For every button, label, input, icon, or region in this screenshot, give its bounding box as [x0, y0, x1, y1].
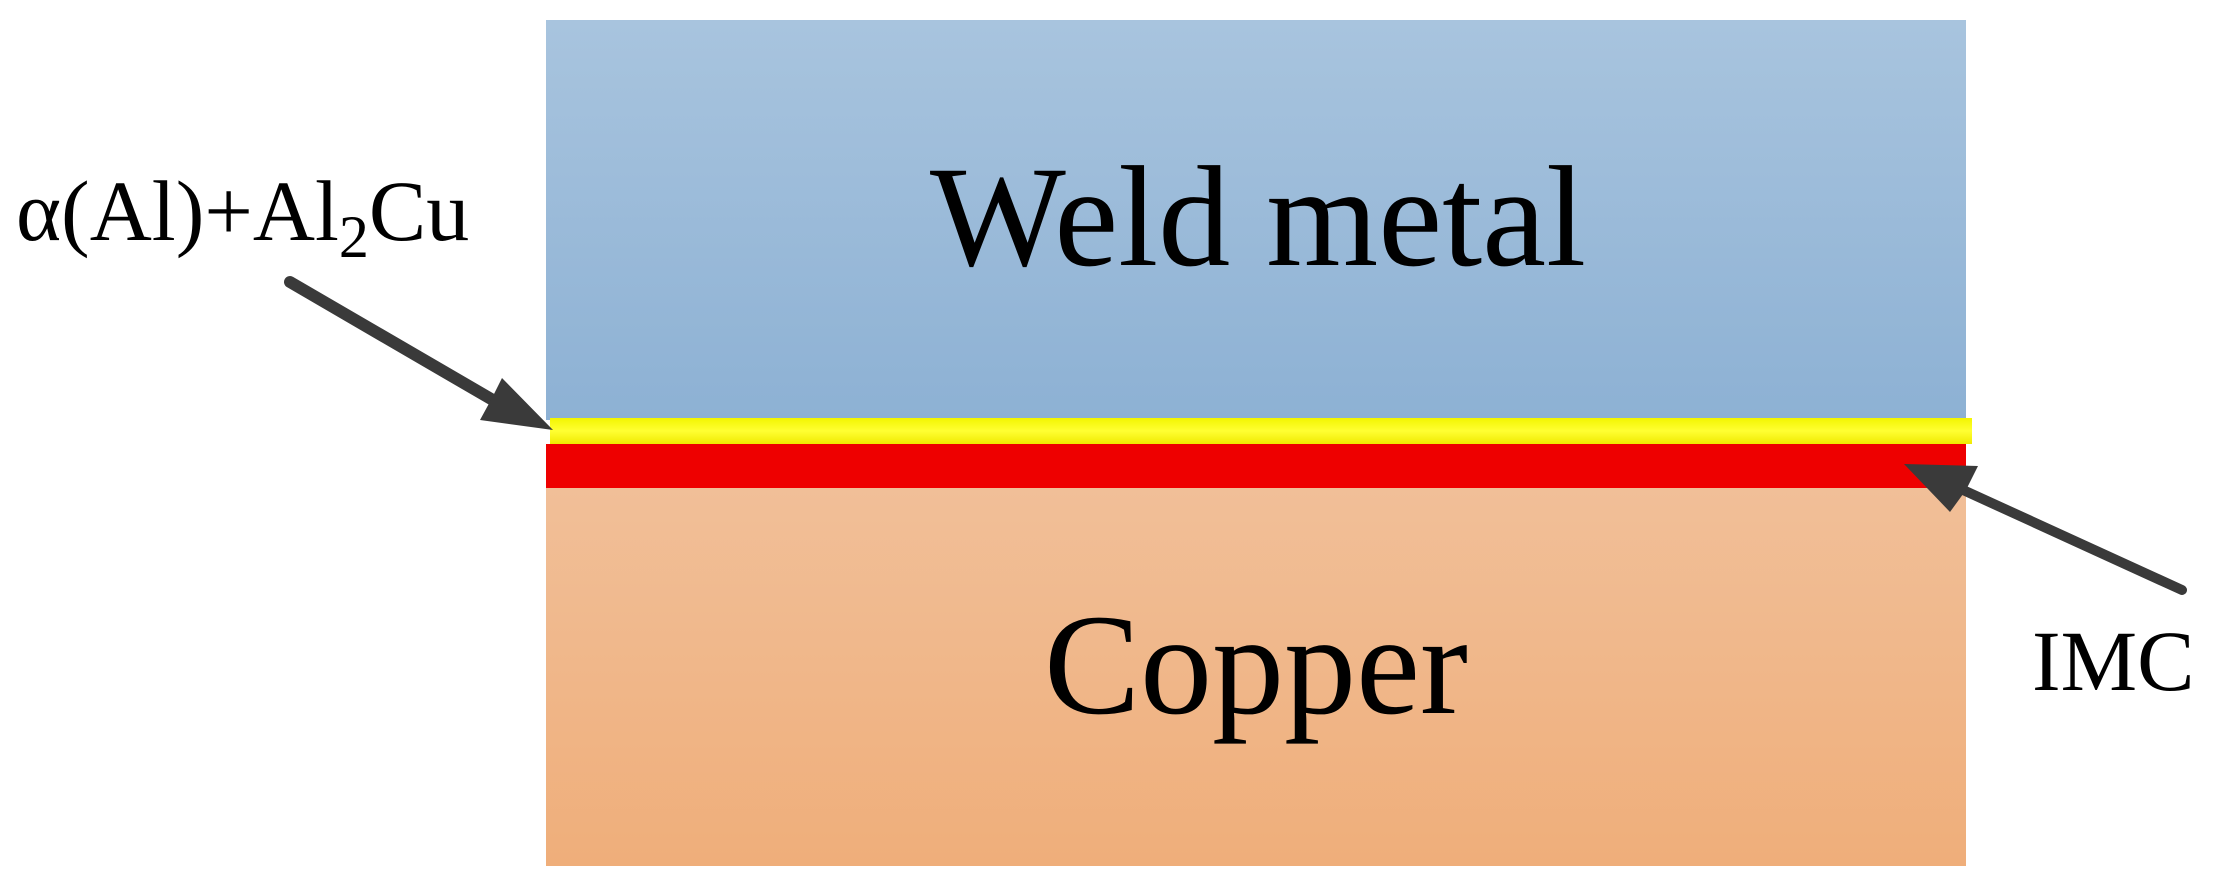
imc-arrow-shaft — [1945, 479, 2187, 595]
alcu-arrow-shaft — [284, 276, 516, 416]
alcu-eutectic-layer — [550, 418, 1972, 444]
copper-layer — [546, 488, 1966, 866]
alcu-label-suffix: Cu — [368, 163, 470, 259]
imc-arrow — [1904, 464, 2187, 595]
imc-annotation-label: IMC — [2032, 613, 2195, 709]
copper-label: Copper — [1044, 586, 1468, 745]
alcu-arrow — [284, 276, 553, 430]
weld-metal-layer — [546, 20, 1966, 420]
imc-arrow-head — [1904, 464, 1978, 512]
alcu-label-prefix: α(Al)+Al — [16, 163, 339, 259]
alcu-annotation-label: α(Al)+Al2Cu — [16, 168, 469, 267]
alcu-label-subscript: 2 — [338, 203, 369, 270]
alcu-arrow-head — [480, 378, 553, 430]
imc-layer — [546, 444, 1966, 488]
weld-metal-label: Weld metal — [929, 138, 1587, 297]
